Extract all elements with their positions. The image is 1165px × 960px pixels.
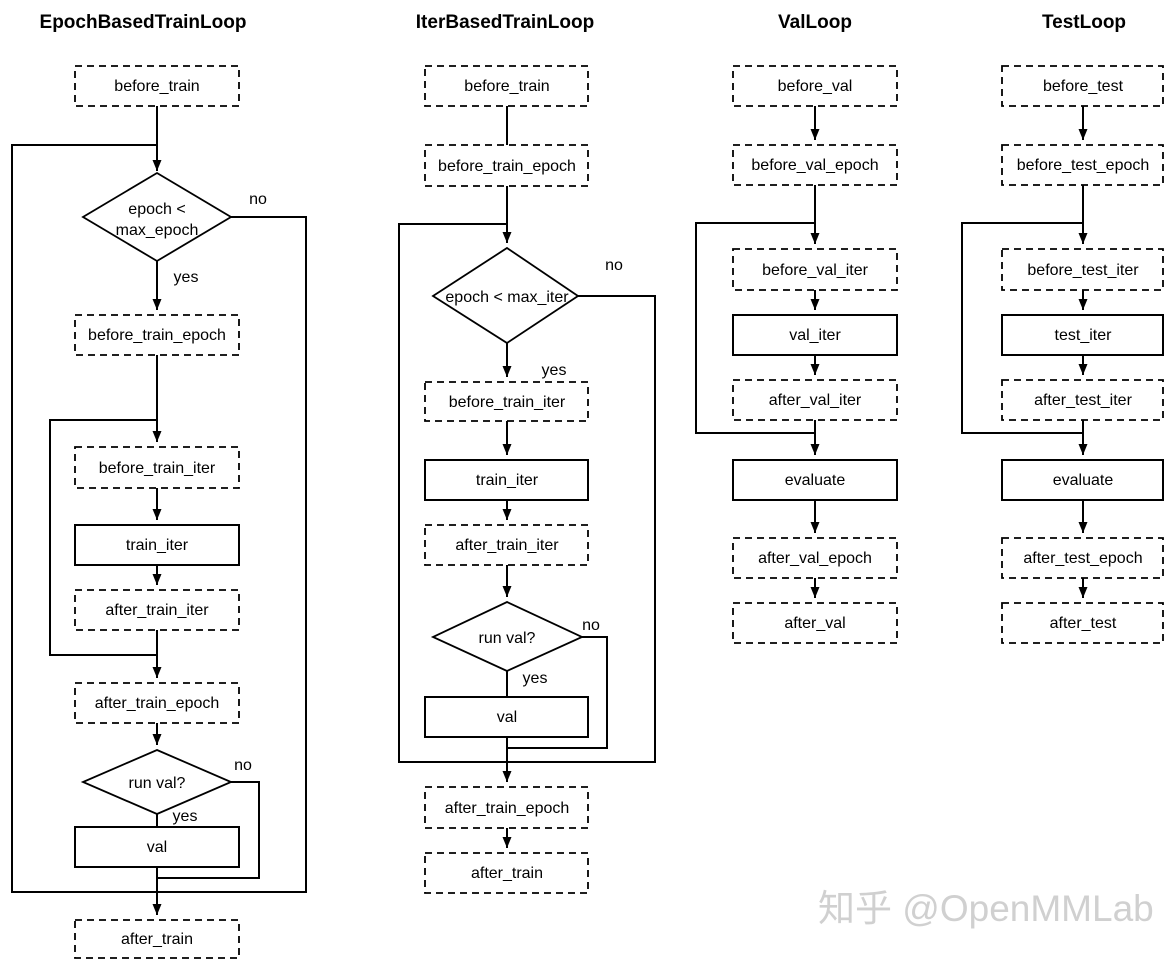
branch-label-yes: yes (174, 269, 199, 286)
decision-label-line2: max_epoch (116, 222, 199, 239)
branch-label-yes: yes (173, 808, 198, 825)
node-label: before_val (778, 78, 853, 95)
node-before-test (1001, 65, 1164, 107)
node-after-train-epoch (74, 682, 240, 724)
node-label: before_train_iter (99, 460, 216, 477)
node-label: after_test (1050, 615, 1117, 632)
edge-iter-loop (961, 222, 1083, 434)
node-label: before_test_epoch (1017, 157, 1150, 174)
node-after-test-iter (1001, 379, 1164, 421)
decision-label: run val? (129, 775, 186, 792)
node-label: after_train_iter (455, 537, 559, 554)
node-label: after_test_iter (1034, 392, 1133, 409)
node-label: evaluate (785, 472, 846, 489)
node-val (74, 826, 240, 868)
test-loop-chart: TestLoop before_test before_test_epoch b… (961, 12, 1164, 644)
node-label: before_train_epoch (438, 158, 576, 175)
chart-title: IterBasedTrainLoop (416, 12, 594, 33)
node-before-train-epoch (74, 314, 240, 356)
decision-run-val (430, 601, 585, 672)
node-val-iter (732, 314, 898, 356)
branch-label-no: no (234, 757, 252, 774)
val-loop-chart: ValLoop before_val before_val_epoch befo… (695, 12, 898, 644)
node-after-train-iter (74, 589, 240, 631)
decision-label: epoch < max_iter (445, 289, 569, 306)
node-label: train_iter (476, 472, 539, 489)
node-after-val-epoch (732, 537, 898, 579)
node-label: before_train (464, 78, 549, 95)
node-label: after_val_epoch (758, 550, 872, 567)
chart-title: TestLoop (1042, 12, 1126, 33)
decision-label-line1: epoch < (128, 201, 185, 218)
node-after-test-epoch (1001, 537, 1164, 579)
node-label: val (497, 709, 517, 726)
edge-iter-loop (695, 222, 815, 434)
edge-inner-iter-loop (49, 419, 157, 656)
node-before-val (732, 65, 898, 107)
node-train-iter (74, 524, 240, 566)
node-after-val (732, 602, 898, 644)
edge-no-skip-val (507, 636, 608, 749)
node-before-val-epoch (732, 144, 898, 186)
node-before-test-epoch (1001, 144, 1164, 186)
epoch-based-train-loop-chart: EpochBasedTrainLoop before_train epoch <… (11, 12, 307, 959)
decision-epoch-max-iter (431, 246, 580, 345)
node-label: after_train_iter (105, 602, 209, 619)
node-label: after_val_iter (769, 392, 862, 409)
node-after-train-iter (424, 524, 589, 566)
edge-outer-loop (398, 223, 656, 763)
edge-outer-loop (11, 144, 307, 893)
decision-epoch-max-epoch (81, 171, 233, 263)
decision-label: run val? (479, 630, 536, 647)
node-label: after_train (121, 931, 193, 948)
node-before-train (74, 65, 240, 107)
node-label: train_iter (126, 537, 189, 554)
node-label: test_iter (1055, 327, 1113, 344)
node-before-test-iter (1001, 248, 1164, 291)
node-label: before_train_iter (449, 394, 566, 411)
node-label: before_val_iter (762, 262, 869, 279)
decision-run-val (80, 749, 234, 815)
node-label: after_train_epoch (445, 800, 570, 817)
branch-label-no: no (582, 617, 600, 634)
zhihu-watermark: 知乎 @OpenMMLab (818, 888, 1154, 929)
node-label: after_test_epoch (1023, 550, 1142, 567)
branch-label-yes: yes (542, 362, 567, 379)
chart-title: EpochBasedTrainLoop (40, 12, 247, 33)
node-label: after_val (784, 615, 845, 632)
node-evaluate (1001, 459, 1164, 501)
iter-based-train-loop-chart: IterBasedTrainLoop before_train before_t… (398, 12, 656, 894)
node-label: before_train (114, 78, 199, 95)
node-before-train (424, 65, 589, 107)
node-label: before_test (1043, 78, 1124, 95)
chart-title: ValLoop (778, 12, 852, 33)
node-train-iter (424, 459, 589, 501)
branch-label-yes: yes (523, 670, 548, 687)
node-after-train (424, 852, 589, 894)
branch-label-no: no (249, 191, 267, 208)
node-label: before_val_epoch (751, 157, 878, 174)
node-label: after_train_epoch (95, 695, 220, 712)
node-before-train-epoch (424, 144, 589, 187)
node-before-train-iter (74, 446, 240, 489)
node-before-val-iter (732, 248, 898, 291)
node-after-val-iter (732, 379, 898, 421)
node-evaluate (732, 459, 898, 501)
node-label: evaluate (1053, 472, 1114, 489)
node-label: val_iter (789, 327, 841, 344)
node-before-train-iter (424, 381, 589, 422)
edge-no-skip-val (157, 781, 260, 879)
node-label: before_test_iter (1027, 262, 1139, 279)
node-after-train (74, 919, 240, 959)
node-after-train-epoch (424, 786, 589, 829)
node-val (424, 696, 589, 738)
branch-label-no: no (605, 257, 623, 274)
node-after-test (1001, 602, 1164, 644)
node-label: val (147, 839, 167, 856)
node-label: after_train (471, 865, 543, 882)
node-label: before_train_epoch (88, 327, 226, 344)
node-test-iter (1001, 314, 1164, 356)
